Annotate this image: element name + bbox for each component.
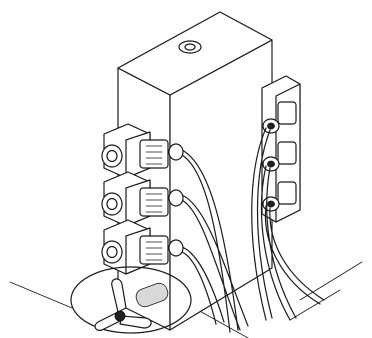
solenoid-valve — [101, 123, 184, 179]
top-port — [178, 40, 202, 54]
tubing-right — [251, 127, 325, 321]
solenoid-valve — [101, 219, 184, 275]
three-lobe-knob-icon — [94, 278, 169, 331]
push-in-fitting — [262, 141, 297, 172]
tubing-left — [181, 149, 249, 333]
fitting-rail — [261, 75, 301, 223]
push-in-fitting — [262, 101, 297, 134]
knob-callout — [70, 266, 192, 334]
solenoid-valve — [101, 171, 184, 227]
